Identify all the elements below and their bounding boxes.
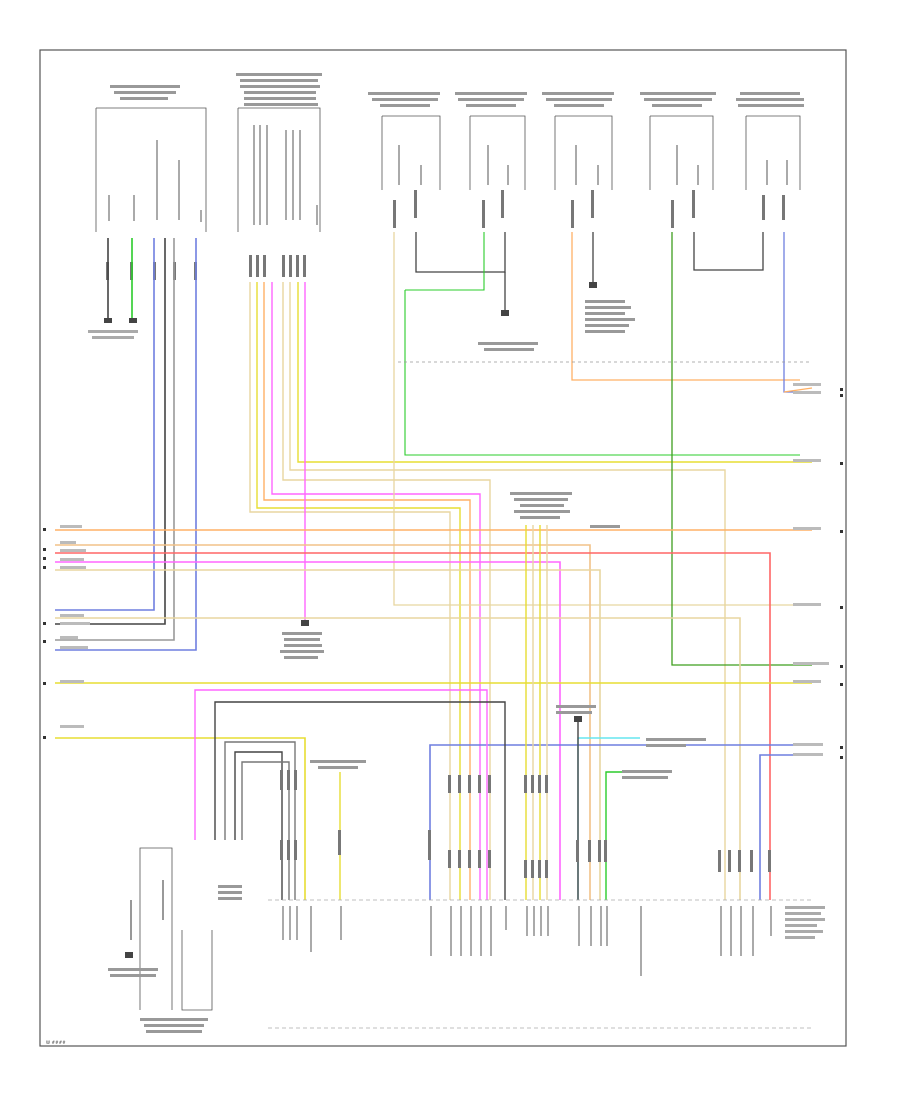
ground-left: [88, 318, 138, 339]
left-edge-labels: [60, 525, 90, 728]
right-offpage-ticks: [840, 388, 843, 759]
component-sensor-3: [554, 115, 613, 190]
right-edge-labels: [793, 383, 829, 756]
component-sensor-4: [649, 115, 714, 190]
pin-labels-top: [108, 125, 788, 225]
component-sensor-1: [381, 115, 441, 190]
lower-left-labels: [108, 880, 242, 1033]
ground-sensors: [501, 282, 597, 316]
splice-pack: [525, 525, 548, 900]
wires-sensors: [393, 232, 813, 666]
bus-wires: [55, 529, 812, 900]
component-climate-module: [237, 107, 321, 232]
wires-left-module: [55, 238, 197, 651]
ground-middle: [301, 620, 582, 722]
top-components: [95, 107, 801, 232]
splice-pack-label: [510, 492, 620, 528]
left-offpage-ticks: [43, 528, 46, 739]
top-connector-stubs: [106, 190, 785, 280]
wires-climate-module: [249, 282, 812, 900]
wires-lower-left: [194, 689, 640, 900]
component-sensor-5: [745, 115, 801, 190]
component-sensor-2: [469, 115, 526, 190]
header-text-blocks: [110, 73, 804, 107]
main-module-connectors: [280, 770, 771, 878]
ground-lower-left: [125, 952, 133, 958]
diagram-frame: [39, 49, 847, 1047]
component-rear-module-left: [95, 107, 207, 232]
component-lower-left-module: [139, 847, 213, 1011]
main-module-pin-labels: [282, 906, 825, 976]
frame-id: W ####: [46, 1040, 66, 1045]
mid-labels: [280, 300, 706, 779]
